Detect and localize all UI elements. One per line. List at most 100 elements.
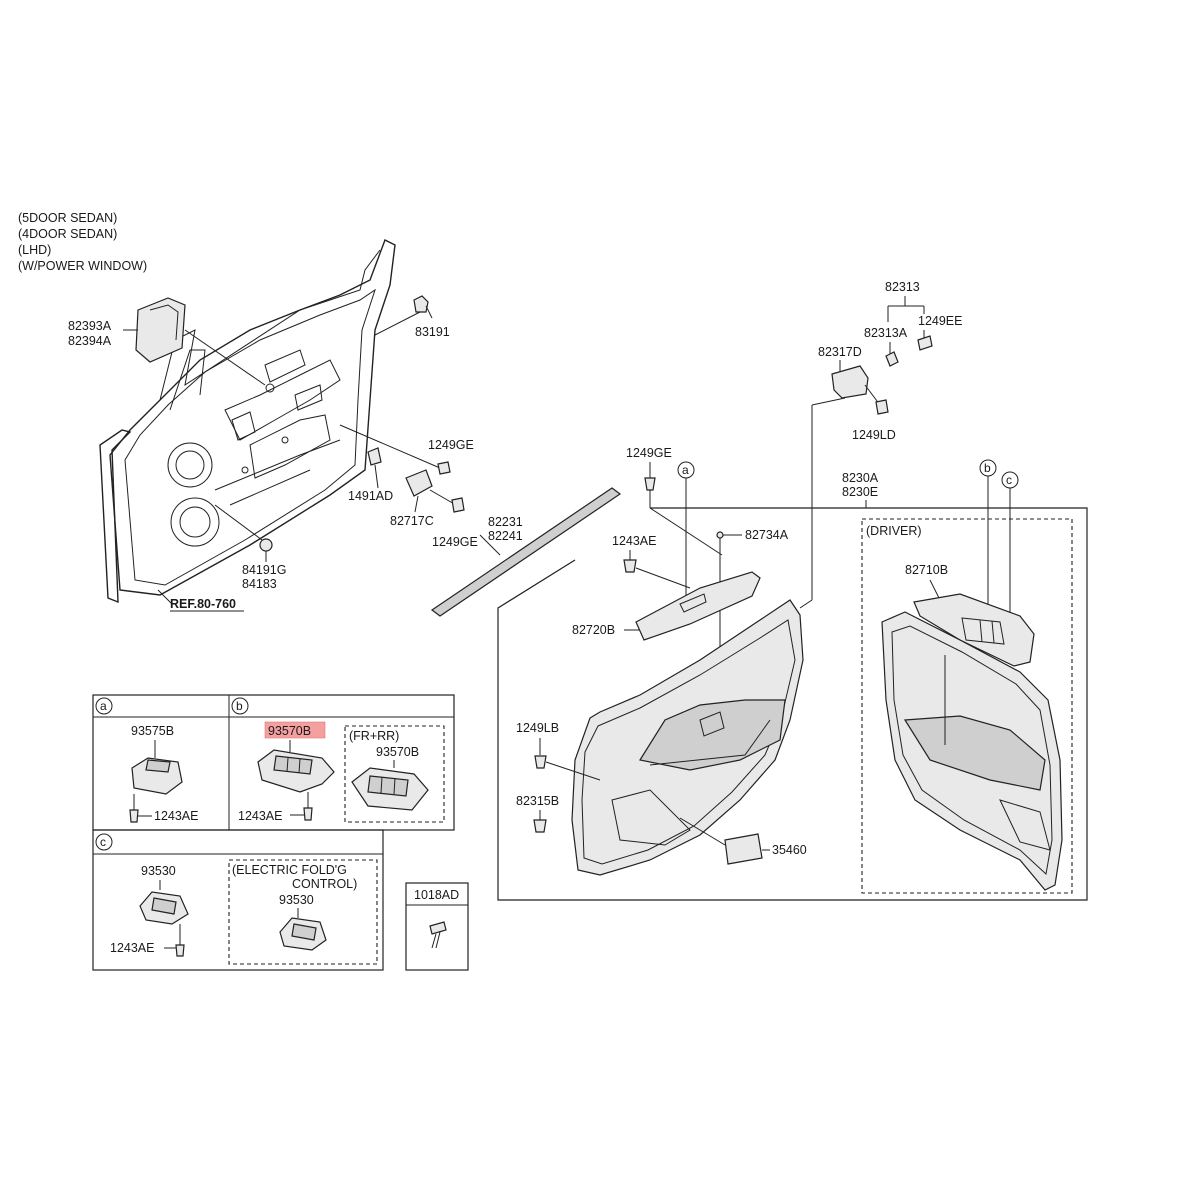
inset-d-screw-shank [431, 931, 441, 949]
inset-b-fr-rr-divider-2 [393, 777, 396, 795]
inset-c-tag-circle [95, 833, 113, 851]
screw-1249GE-a [437, 461, 451, 475]
leader-1249LB-trim [545, 761, 601, 781]
door-frame-inner [124, 288, 376, 586]
header-notes: (5DOOR SEDAN) (4DOOR SEDAN) (LHD) (W/POW… [18, 211, 147, 273]
leader-82393A-frame [184, 329, 266, 386]
screw-1243AE-main [623, 559, 637, 573]
door-frame-outline [109, 239, 396, 596]
note-4door: (4DOOR SEDAN) [18, 227, 117, 241]
part-84191G: 84191G 84183 [214, 504, 286, 591]
label-ref: REF.80-760 [170, 597, 236, 611]
leader-ref [157, 589, 173, 605]
door-trim-panel-inner [581, 619, 796, 865]
belt-moulding-shape [430, 487, 622, 617]
inset-a-screw-label: 1243AE [154, 809, 198, 823]
door-inner-panel-detail [224, 359, 341, 441]
inset-a: a 93575B 1243AE [95, 697, 198, 823]
driver-box [861, 518, 1073, 894]
clip-82313A [885, 351, 899, 367]
switch-panel-82720B-cutout [679, 593, 707, 613]
inset-b-sub-box [344, 725, 445, 823]
inset-d-part-label: 1018AD [414, 888, 459, 902]
inset-b-fr-rr-divider-1 [380, 776, 383, 794]
inset-d: 1018AD [414, 888, 459, 949]
inset-b-tag: b [236, 699, 243, 713]
label-1249GE-a: 1249GE [428, 438, 474, 452]
switch-divider-1 [979, 619, 983, 643]
plug-84191G [259, 538, 273, 552]
door-trim-panel-driver-inner [891, 625, 1053, 875]
inset-c-sub-part-label: 93530 [279, 893, 314, 907]
inset-b-switch-buttons [273, 755, 313, 775]
driver-trim-pocket [999, 799, 1051, 851]
clip-83191-shape [413, 295, 429, 313]
leader-82710B [929, 579, 941, 601]
screw-1249EE [917, 335, 933, 351]
label-1491AD: 1491AD [348, 489, 393, 503]
label-82313: 82313 [885, 280, 920, 294]
door-inner-cutout-4 [294, 384, 323, 411]
door-trim-armrest-edge [649, 719, 771, 766]
speaker-hole-upper-inner [175, 450, 205, 480]
label-82231: 82231 [488, 515, 523, 529]
hole-2 [281, 436, 289, 444]
inset-c-screw [175, 944, 185, 957]
note-power-window: (W/POWER WINDOW) [18, 259, 147, 273]
switch-panel-82710B [913, 593, 1035, 667]
door-inner-cutout-2 [264, 349, 306, 383]
switch-panel-82710B-buttons [961, 617, 1005, 645]
clip-1491AD [367, 447, 382, 466]
inset-c-part-label: 93530 [141, 864, 176, 878]
leader-1243AE-main-trim [635, 567, 691, 589]
window-frame-edge [169, 349, 206, 411]
label-35460: 35460 [772, 843, 807, 857]
label-1249LD: 1249LD [852, 428, 896, 442]
label-1249GE-b: 1249GE [432, 535, 478, 549]
inset-grid [92, 694, 469, 971]
inset-c-sub-title-1: (ELECTRIC FOLD'G [232, 863, 347, 877]
leader-1249GE-a [339, 424, 441, 469]
clip-82734A [716, 531, 724, 539]
leader-35460-trim [679, 817, 726, 846]
inset-a-tag: a [100, 699, 107, 713]
door-frame-assembly [99, 239, 396, 604]
door-inner-cutout-3 [231, 411, 256, 441]
note-lhd: (LHD) [18, 243, 51, 257]
screw-1249LB [534, 755, 547, 769]
part-82231-belt-moulding: 82231 82241 [430, 487, 622, 617]
speaker-hole-upper [167, 442, 213, 488]
inset-b-button-divider-2 [298, 758, 301, 774]
label-1249GE-c: 1249GE [626, 446, 672, 460]
label-82717C: 82717C [390, 514, 434, 528]
label-8230A: 8230A [842, 471, 879, 485]
bracket-82317D [831, 365, 869, 399]
label-82720B: 82720B [572, 623, 615, 637]
inset-b-highlight [264, 721, 326, 739]
bracket-82717C [405, 469, 433, 497]
ref-note: REF.80-760 [157, 589, 244, 612]
callout-a: a [682, 463, 689, 477]
callout-b: b [984, 461, 991, 475]
inset-b-sub-title: (FR+RR) [349, 729, 399, 743]
inset-b-screw [303, 807, 313, 821]
inset-a-part-label: 93575B [131, 724, 174, 738]
part-1249GE-c: 1249GE [626, 446, 723, 556]
screw-1249GE-b [451, 497, 465, 513]
leader-83191-frame [374, 311, 421, 336]
bracket-82393A-detail [149, 304, 179, 341]
leader-82231 [479, 534, 501, 556]
screw-1249LD [875, 399, 889, 415]
hole-3 [241, 466, 249, 474]
label-82241: 82241 [488, 529, 523, 543]
label-83191: 83191 [415, 325, 450, 339]
door-trim-armrest [639, 699, 786, 771]
label-1249EE: 1249EE [918, 314, 962, 328]
leader-82317D-end [799, 599, 813, 609]
part-82393A-bracket: 82393A 82394A [68, 297, 266, 386]
label-84183: 84183 [242, 577, 277, 591]
inset-b: b 93570B 1243AE (FR+RR) 93570B [231, 697, 445, 823]
inset-b-tag-circle [231, 697, 249, 715]
leader-1249GE-b [429, 489, 457, 506]
